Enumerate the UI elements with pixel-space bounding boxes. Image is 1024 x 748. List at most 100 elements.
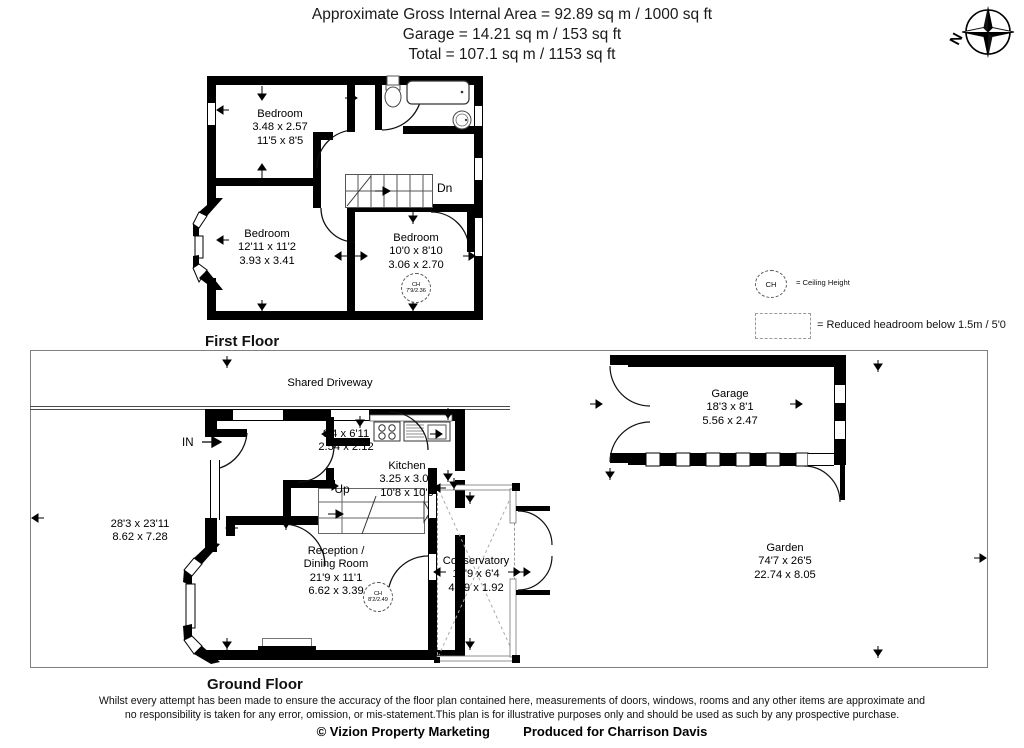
gf-utility-label: 8'4 x 6'11 2.54 x 2.12: [288, 428, 404, 455]
gf-garage-label: Garage 18'3 x 8'1 5.56 x 2.47: [672, 388, 788, 428]
gf-partition-util-bottom: [326, 438, 370, 446]
gf-ceiling-height-badge: CH 8'2/2.49: [363, 582, 393, 612]
gf-garage-dim-ft: 18'3 x 8'1: [706, 401, 754, 414]
ff-bedroom-3-dim-ft: 10'0 x 8'10: [389, 245, 443, 258]
gf-ch-value: 8'2/2.49: [368, 597, 388, 603]
gf-reception-name-2: Dining Room: [303, 558, 369, 571]
page-title: Approximate Gross Internal Area = 92.89 …: [0, 5, 1024, 65]
gf-conservatory-dim-m: 4.19 x 1.92: [448, 581, 504, 594]
gf-conservatory-glazing: [434, 483, 520, 665]
garage-wall-left-bottom: [610, 453, 632, 463]
ff-bedroom-3-dim-m: 3.06 x 2.70: [388, 258, 444, 271]
gf-partition-kitchen-left: [326, 468, 334, 490]
ff-partition-hall-stub: [313, 132, 333, 140]
gf-door-swings: [31, 356, 883, 650]
legend-ch-tag: CH: [765, 279, 777, 289]
gf-reception-wall-below: [258, 646, 316, 660]
garage-bottom-window-right: [808, 453, 834, 466]
garage-wall-left-top: [610, 355, 632, 365]
ff-bedroom-2-dim-m: 3.93 x 3.41: [239, 254, 295, 267]
gf-partition-conserv-wall-b: [428, 518, 437, 554]
ff-partition-hall-left: [313, 138, 321, 208]
gf-window-top-1: [233, 409, 283, 421]
ff-ch-value: 7'9/2.36: [406, 288, 426, 294]
ff-partition-bed3-left: [347, 204, 355, 320]
compass-north-label: N: [947, 30, 967, 48]
footer: Whilst every attempt has been made to en…: [0, 694, 1024, 739]
garage-wall-right-lower: [834, 439, 846, 465]
gf-utility-dim-ft: 8'4 x 6'11: [322, 428, 370, 440]
gf-entrance-marker: IN: [182, 432, 238, 452]
gf-reception-dim-m: 6.62 x 3.39: [308, 585, 364, 598]
ff-wall-right-a: [474, 126, 483, 158]
gf-wall-bottom-left-return: [210, 650, 232, 660]
gf-wall-right-lower: [455, 535, 465, 660]
ff-wall-left-upper: [207, 76, 216, 103]
gf-utility-dim-m: 2.54 x 2.12: [318, 441, 374, 454]
ff-wall-right-c: [474, 256, 483, 320]
gf-wall-entry: [205, 429, 247, 437]
gf-conservatory-dim-ft: 13'9 x 6'4: [452, 568, 500, 581]
garage-window-right-1: [834, 385, 846, 403]
ff-bay-window: [192, 198, 223, 290]
garage-wall-return: [628, 453, 650, 465]
first-floor-plan: Dn Bedroom 3.48 x 2.57 11'5 x 8'5 Bedroo…: [192, 70, 495, 332]
gf-conservatory-side-window-2: [428, 554, 437, 580]
gf-conservatory-name: Conservatory: [442, 555, 510, 567]
gross-internal-area-line: Approximate Gross Internal Area = 92.89 …: [311, 6, 713, 23]
garage-side-doors: [609, 365, 651, 463]
gf-kitchen-label: Kitchen 3.25 x 3.04 10'8 x 10'0: [352, 460, 462, 500]
ff-door-swings: [216, 86, 476, 312]
gf-staircase: [318, 488, 431, 535]
ff-wall-right-b: [474, 180, 483, 218]
ff-window-right-2: [474, 158, 483, 180]
gf-partition-conserv-wall-a: [428, 468, 437, 494]
garage-wall-right-upper: [834, 355, 846, 385]
garage-door: [645, 452, 809, 467]
gf-garden-dim-ft: 74'7 x 26'5: [758, 555, 812, 568]
ff-partition-bed1-bottom: [207, 178, 317, 186]
gf-kitchen-dim-m: 3.25 x 3.04: [379, 473, 435, 486]
gf-kitchen-dim-ft: 10'8 x 10'0: [380, 486, 434, 499]
garage-area-line: Garage = 14.21 sq m / 153 sq ft: [402, 26, 622, 43]
gf-conservatory-label: Conservatory 13'9 x 6'4 4.19 x 1.92: [423, 555, 529, 595]
gf-ch-tag: CH: [373, 590, 383, 597]
ff-bedroom-1-dim-m: 3.48 x 2.57: [252, 121, 308, 134]
ff-bedroom-2-label: Bedroom 12'11 x 11'2 3.93 x 3.41: [207, 228, 327, 268]
legend: CH = Ceiling Height = Reduced headroom b…: [755, 270, 1006, 340]
gf-partition-kitchen-bottom: [283, 516, 335, 525]
ff-bedroom-3-name: Bedroom: [393, 232, 439, 244]
gf-kitchen-name: Kitchen: [388, 460, 426, 472]
gf-garden-dim-m: 22.74 x 8.05: [754, 568, 816, 581]
gf-wall-right-mid: [455, 480, 465, 508]
gf-wall-right-upper: [455, 409, 465, 471]
compass-rose-icon: N: [946, 4, 1018, 72]
ff-wall-top: [207, 76, 483, 85]
legend-ch-badge: CH: [755, 270, 787, 298]
ff-wall-bottom: [207, 311, 483, 320]
gf-garage-name: Garage: [711, 388, 749, 400]
gf-shared-driveway-label: Shared Driveway: [287, 377, 373, 389]
ff-wall-left-mid: [207, 125, 216, 205]
ff-ceiling-height-badge: CH 7'9/2.36: [401, 273, 431, 303]
gf-plot-boundary: [30, 350, 988, 668]
gf-plot-dim-ft: 28'3 x 23'11: [110, 518, 170, 530]
gf-entrance-label: IN: [182, 437, 194, 449]
ff-bathroom-fixtures: [382, 75, 477, 130]
ff-bedroom-1-dim-ft: 11'5 x 8'5: [256, 134, 304, 147]
ff-stair-direction-label: Dn: [437, 181, 453, 195]
gf-wall-bottom: [205, 650, 465, 660]
garage-wall-right-mid: [834, 403, 846, 421]
gf-garage: Garage 18'3 x 8'1 5.56 x 2.47: [600, 350, 860, 503]
gf-garage-dim-m: 5.56 x 2.47: [702, 414, 758, 427]
gf-reception-label: Reception / Dining Room 21'9 x 11'1 6.62…: [276, 545, 396, 599]
gf-reception-dim-ft: 21'9 x 11'1: [309, 571, 363, 584]
ground-floor-caption: Ground Floor: [207, 676, 303, 693]
legend-headroom-text: = Reduced headroom below 1.5m / 5'0: [817, 319, 1006, 331]
garage-pedestrian-door: [803, 460, 845, 503]
legend-headroom-box: [755, 313, 811, 339]
gf-plot-dim-m: 8.62 x 7.28: [112, 531, 168, 544]
gf-plot-dimensions: 28'3 x 23'11 8.62 x 7.28: [70, 518, 210, 545]
total-area-line: Total = 107.1 sq m / 1153 sq ft: [408, 46, 616, 63]
